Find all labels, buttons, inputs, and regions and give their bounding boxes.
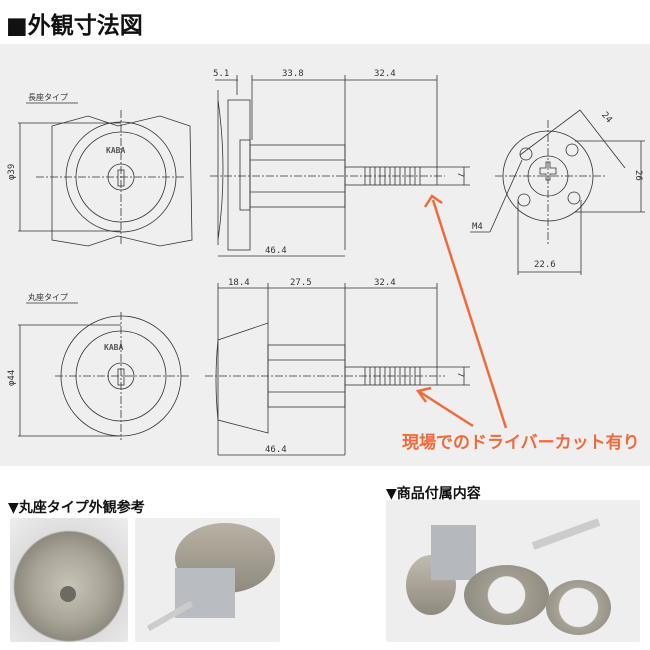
round-side-photo bbox=[135, 518, 280, 642]
svg-text:φ39: φ39 bbox=[7, 164, 17, 180]
svg-text:18.4: 18.4 bbox=[228, 278, 250, 288]
round-side-view: 18.4 27.5 32.4 46.4 7 bbox=[205, 278, 470, 456]
long-front-view: KABA φ39 bbox=[7, 110, 193, 247]
callout-arrows bbox=[415, 194, 508, 429]
svg-text:32.4: 32.4 bbox=[374, 278, 396, 288]
svg-text:32.4: 32.4 bbox=[374, 69, 396, 79]
svg-text:46.4: 46.4 bbox=[265, 246, 287, 256]
svg-text:7: 7 bbox=[455, 172, 465, 177]
svg-text:33.8: 33.8 bbox=[282, 69, 304, 79]
round-front-view: KABA φ44 bbox=[7, 312, 190, 440]
page-title: ■外観寸法図 bbox=[6, 13, 143, 39]
contents-heading: ▼商品付属内容 bbox=[386, 486, 481, 502]
svg-text:5.1: 5.1 bbox=[213, 69, 229, 79]
svg-text:27.5: 27.5 bbox=[290, 278, 312, 288]
contents-photo bbox=[386, 500, 640, 642]
svg-text:KABA: KABA bbox=[104, 343, 123, 352]
svg-text:22.6: 22.6 bbox=[534, 260, 556, 270]
long-type-label: 長座タイプ bbox=[28, 92, 68, 102]
round-type-label: 丸座タイプ bbox=[28, 292, 68, 302]
svg-text:M4: M4 bbox=[472, 222, 483, 232]
round-ref-heading: ▼丸座タイプ外観参考 bbox=[8, 500, 145, 516]
round-front-photo bbox=[10, 518, 128, 642]
svg-text:26: 26 bbox=[633, 170, 643, 181]
driver-cut-note: 現場でのドライバーカット有り bbox=[402, 433, 640, 453]
svg-text:φ44: φ44 bbox=[7, 370, 17, 386]
svg-text:46.4: 46.4 bbox=[265, 445, 287, 455]
brand-logo: KABA bbox=[106, 146, 125, 155]
svg-text:7: 7 bbox=[455, 372, 465, 377]
long-side-view: 5.1 33.8 32.4 46.4 7 bbox=[210, 69, 470, 257]
